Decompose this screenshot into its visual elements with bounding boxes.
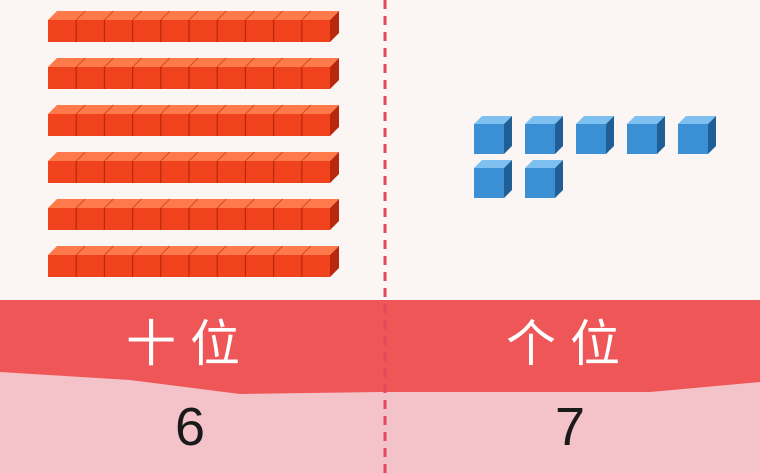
unit-cube [525,160,563,198]
unit-cube [474,116,512,154]
header-band [0,300,760,394]
unit-cube [678,116,716,154]
tens-rod [48,198,339,230]
unit-cube [525,116,563,154]
ones-cubes-group [474,116,716,198]
unit-cube [576,116,614,154]
tens-rods-group [48,10,339,277]
tens-rod [48,245,339,277]
tens-rod [48,10,339,42]
unit-cube [627,116,665,154]
tens-rod [48,104,339,136]
tens-rod [48,57,339,89]
unit-cube [474,160,512,198]
tens-rod [48,151,339,183]
